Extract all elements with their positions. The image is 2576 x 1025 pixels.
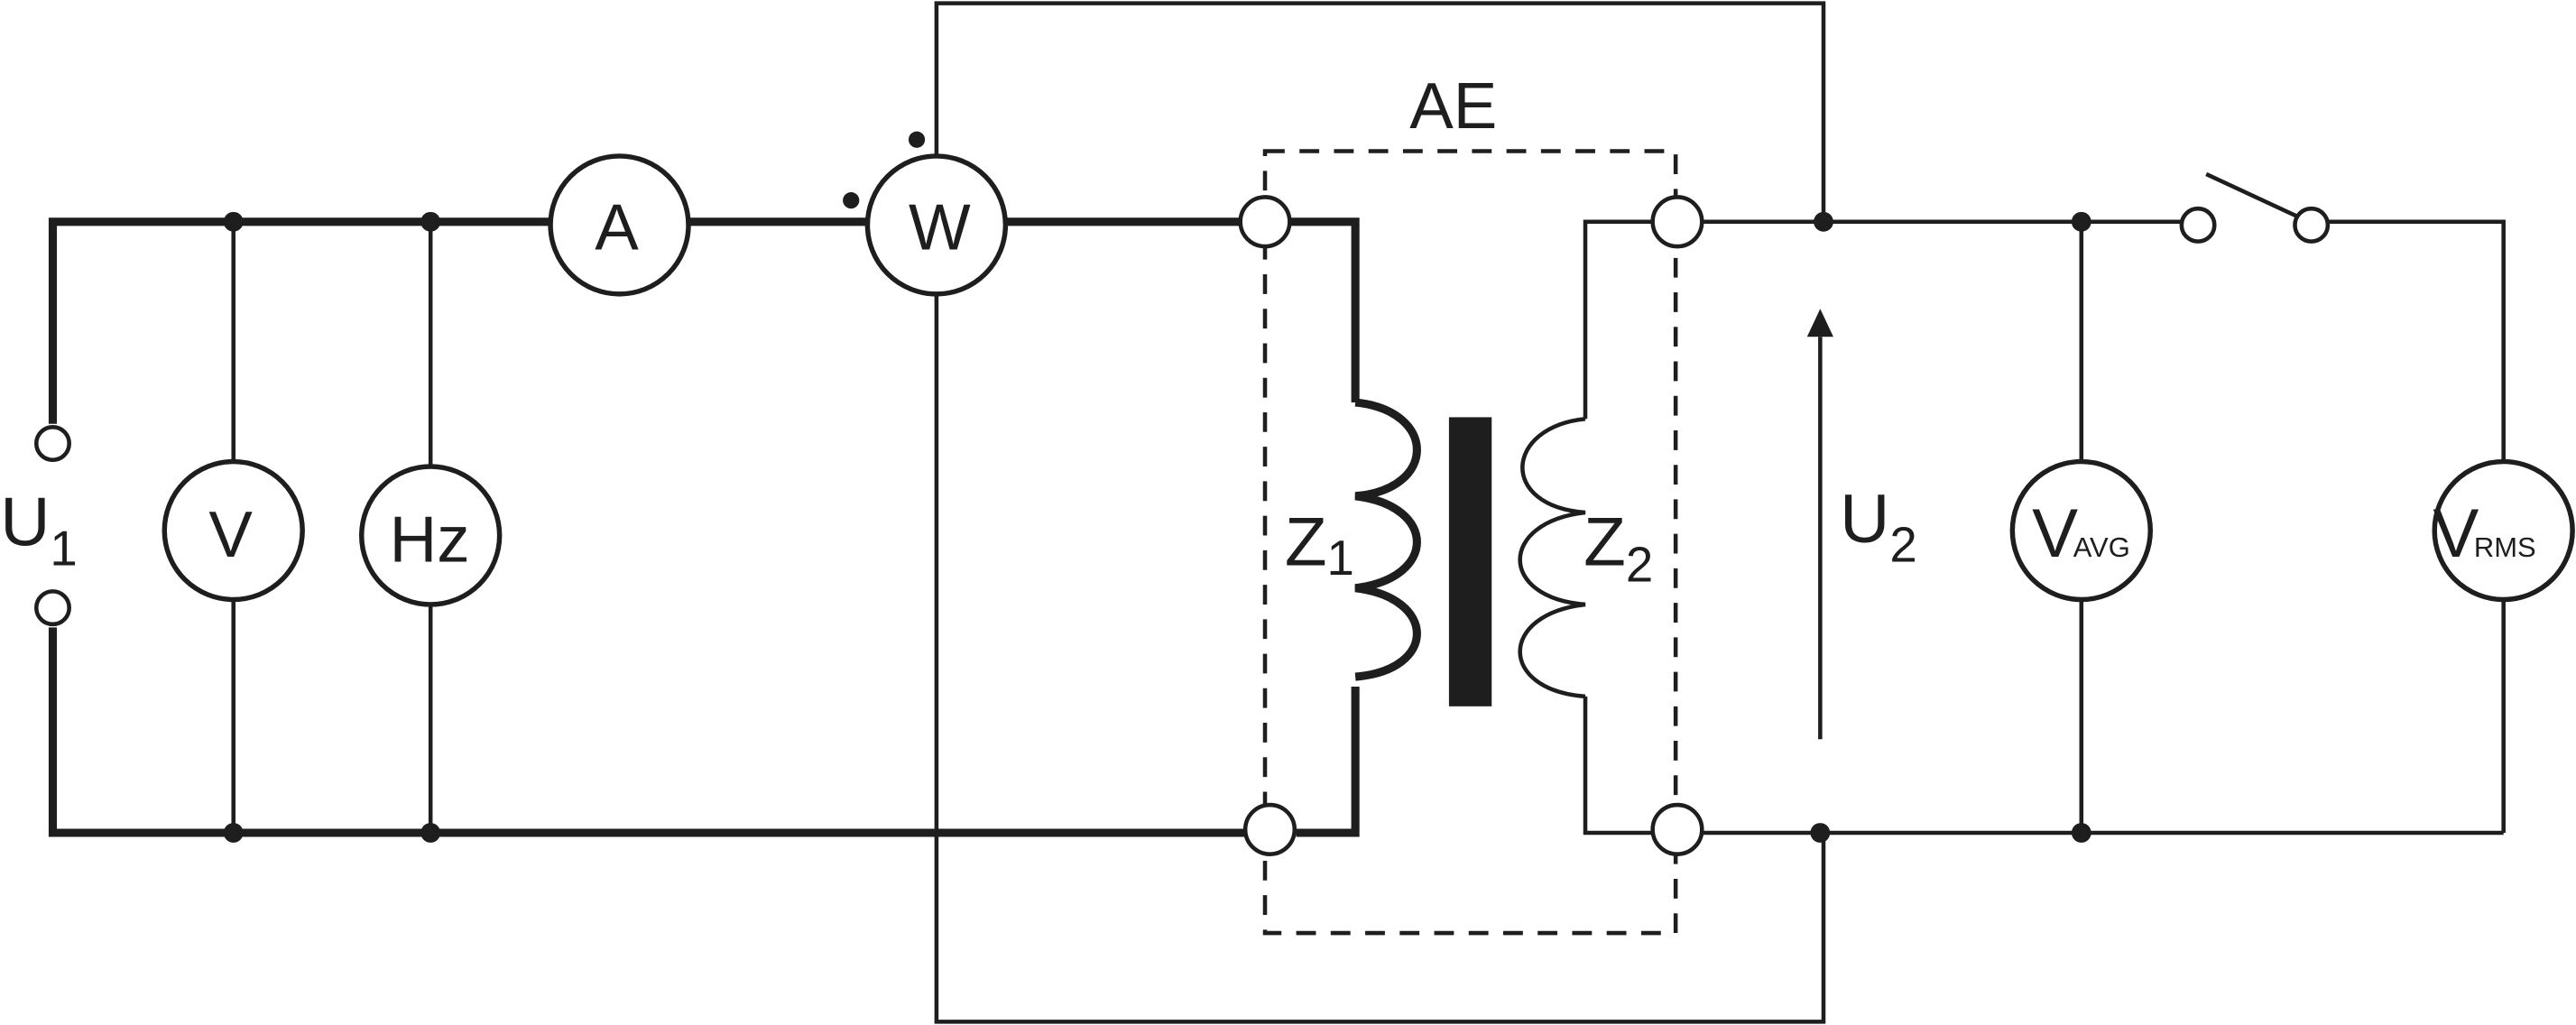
- voltmeter-label: V: [208, 498, 253, 571]
- terminal-primary-bottom: [1242, 802, 1297, 856]
- frequency-meter-label: Hz: [390, 503, 470, 577]
- ammeter-label: A: [595, 191, 639, 264]
- terminal-u1-top: [33, 425, 71, 463]
- u2-label: U2: [1840, 481, 1917, 573]
- ae-label: AE: [1409, 69, 1497, 143]
- wattmeter-current-dot: [843, 192, 860, 209]
- rms-voltmeter-label: VRMS: [2433, 495, 2535, 572]
- switch-terminal-right: [2293, 206, 2331, 244]
- wattmeter-icon: [864, 153, 1009, 297]
- u2-arrow-head: [1806, 309, 1833, 337]
- rms-voltmeter-icon: [2432, 458, 2575, 603]
- wattmeter-voltage-loop: [934, 1, 1826, 1024]
- avg-voltmeter-icon: [2009, 458, 2153, 603]
- secondary-wiring: [1518, 171, 2506, 836]
- transformer-core: [1448, 417, 1492, 706]
- junction-dots: [223, 211, 2091, 843]
- switch-terminal-left: [2179, 206, 2217, 244]
- u1-label: U1: [0, 484, 78, 576]
- voltmeter-icon: [162, 458, 305, 603]
- ammeter-icon: [548, 153, 691, 297]
- wattmeter-label: W: [909, 191, 971, 264]
- terminal-u1-bottom: [33, 589, 71, 627]
- z2-label: Z2: [1583, 503, 1653, 592]
- terminals: [33, 195, 2331, 856]
- terminal-secondary-bottom: [1650, 802, 1704, 856]
- secondary-coil: [1518, 416, 1586, 699]
- primary-coil: [1354, 398, 1421, 681]
- ae-boundary: [1262, 149, 1678, 936]
- z1-label: Z1: [1285, 503, 1354, 586]
- terminal-primary-top: [1238, 195, 1292, 249]
- frequency-meter-icon: [359, 464, 503, 607]
- switch-blade: [2205, 171, 2300, 219]
- measurement-branches: [231, 221, 433, 833]
- terminal-secondary-top: [1650, 195, 1704, 249]
- avg-voltmeter-label: VAVG: [2032, 495, 2130, 572]
- primary-wiring: [48, 217, 1421, 837]
- wattmeter-voltage-dot: [908, 131, 926, 148]
